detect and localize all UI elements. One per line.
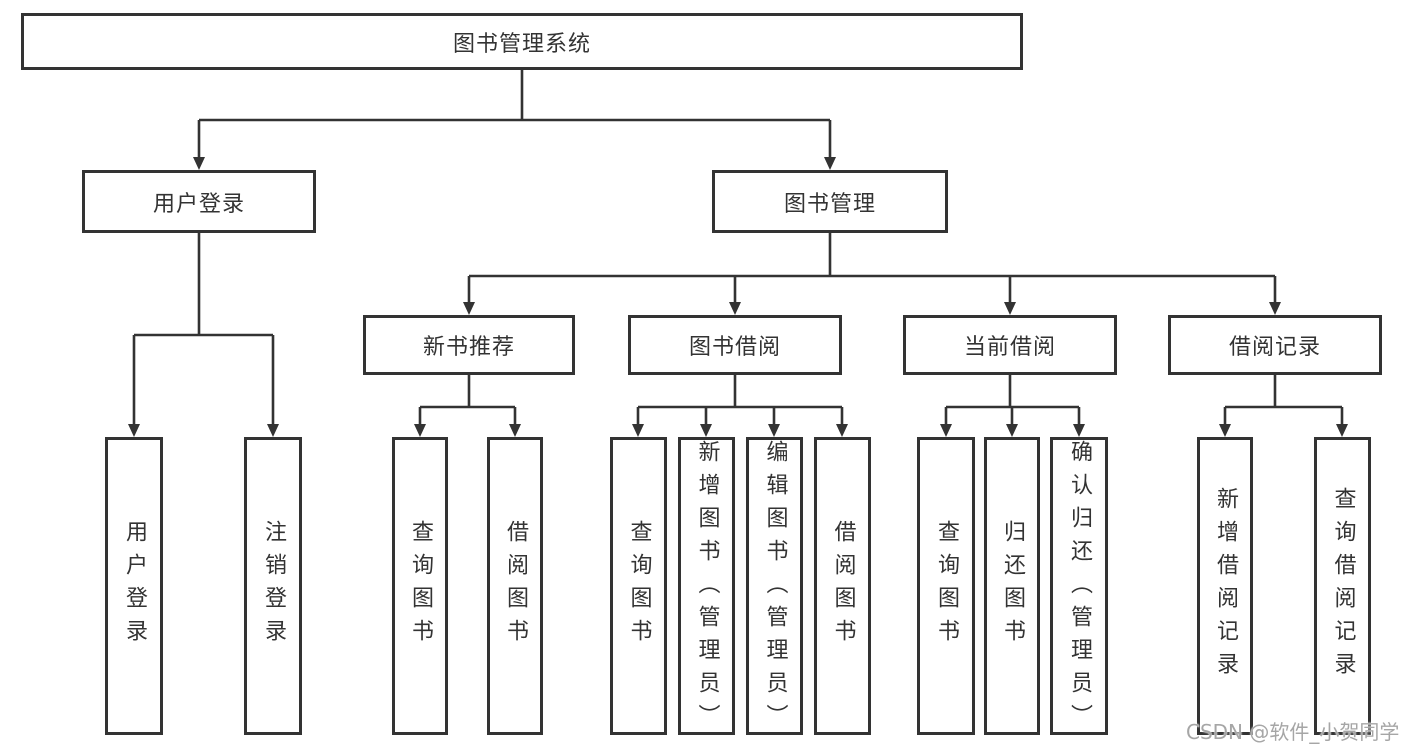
node-label: 注销登录 <box>261 520 286 652</box>
leaf-query-borrow-record: 查询借阅记录 <box>1314 437 1371 735</box>
node-label: 新书推荐 <box>422 335 515 360</box>
node-label: 用户登录 <box>152 191 245 217</box>
arrowhead <box>1219 424 1231 437</box>
node-book-management: 图书管理 <box>712 170 948 233</box>
leaf-add-borrow-record: 新增借阅记录 <box>1197 437 1253 735</box>
leaf-borrow-books-2: 借阅图书 <box>814 437 871 735</box>
arrowhead <box>1006 424 1018 437</box>
node-label: 图书管理 <box>783 191 876 217</box>
arrowhead <box>632 424 644 437</box>
leaf-logout: 注销登录 <box>244 437 302 735</box>
node-label: 归还图书 <box>1000 520 1025 652</box>
node-label: 图书管理系统 <box>452 31 591 57</box>
arrowhead <box>940 424 952 437</box>
node-label: 查询图书 <box>626 520 652 652</box>
node-label: 图书借阅 <box>688 335 781 360</box>
node-library-system: 图书管理系统 <box>21 13 1023 70</box>
leaf-query-books-2: 查询图书 <box>610 437 667 735</box>
leaf-query-books-3: 查询图书 <box>917 437 975 735</box>
arrowhead <box>1073 424 1085 437</box>
arrowhead <box>1004 302 1016 315</box>
node-new-book-recommend: 新书推荐 <box>363 315 575 375</box>
node-label: 借阅图书 <box>503 520 528 652</box>
arrowhead <box>700 424 712 437</box>
leaf-edit-book-admin: 编辑图书（管理员） <box>746 437 803 737</box>
node-label: 当前借阅 <box>963 335 1056 360</box>
arrowhead <box>267 424 279 437</box>
arrowhead <box>768 424 780 437</box>
node-label: 新增图书（管理员） <box>694 440 720 737</box>
node-current-borrowing: 当前借阅 <box>903 315 1117 375</box>
node-label: 查询图书 <box>934 520 959 652</box>
leaf-user-login: 用户登录 <box>105 437 163 735</box>
arrowhead <box>463 302 475 315</box>
node-borrow-records: 借阅记录 <box>1168 315 1382 375</box>
leaf-query-books-1: 查询图书 <box>392 437 448 735</box>
leaf-borrow-books-1: 借阅图书 <box>487 437 543 735</box>
arrowhead <box>1336 424 1348 437</box>
node-label: 用户登录 <box>122 520 147 652</box>
node-user-login: 用户登录 <box>82 170 316 233</box>
node-label: 查询借阅记录 <box>1330 487 1356 685</box>
node-label: 查询图书 <box>408 520 433 652</box>
arrowhead <box>824 157 836 170</box>
arrowhead <box>509 424 521 437</box>
node-label: 新增借阅记录 <box>1213 487 1238 685</box>
node-label: 确认归还（管理员） <box>1067 440 1092 737</box>
leaf-add-book-admin: 新增图书（管理员） <box>678 437 735 737</box>
node-book-borrowing: 图书借阅 <box>628 315 842 375</box>
node-label: 借阅图书 <box>830 520 856 652</box>
arrowhead <box>1269 302 1281 315</box>
arrowhead <box>414 424 426 437</box>
csdn-watermark: CSDN @软件_小贺同学 <box>1186 720 1400 744</box>
leaf-confirm-return-admin: 确认归还（管理员） <box>1050 437 1108 737</box>
leaf-return-books: 归还图书 <box>984 437 1040 735</box>
node-label: 编辑图书（管理员） <box>762 440 788 737</box>
node-label: 借阅记录 <box>1228 335 1321 360</box>
arrowhead <box>128 424 140 437</box>
arrowhead <box>729 302 741 315</box>
arrowhead <box>836 424 848 437</box>
arrowhead <box>193 157 205 170</box>
